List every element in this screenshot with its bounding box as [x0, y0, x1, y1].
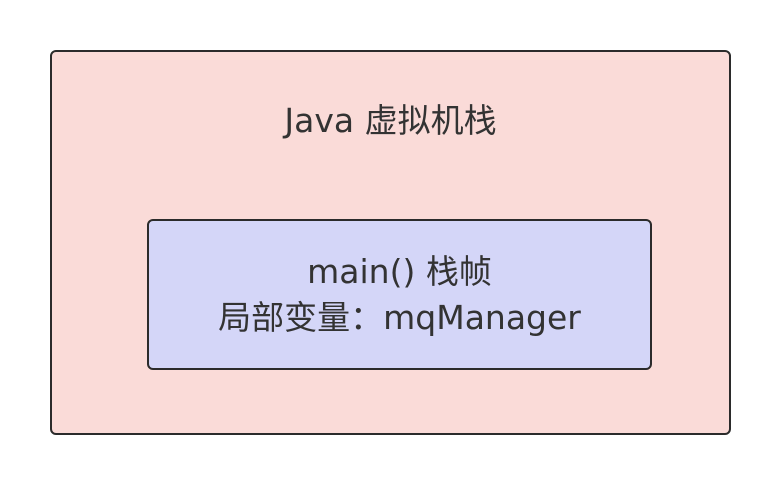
stack-frame-label: main() 栈帧	[307, 251, 492, 291]
local-variable-label: 局部变量：mqManager	[218, 297, 581, 337]
jvm-stack-box: Java 虚拟机栈 main() 栈帧 局部变量：mqManager	[50, 50, 731, 435]
jvm-stack-title: Java 虚拟机栈	[284, 101, 497, 140]
main-stack-frame-box: main() 栈帧 局部变量：mqManager	[147, 219, 652, 370]
